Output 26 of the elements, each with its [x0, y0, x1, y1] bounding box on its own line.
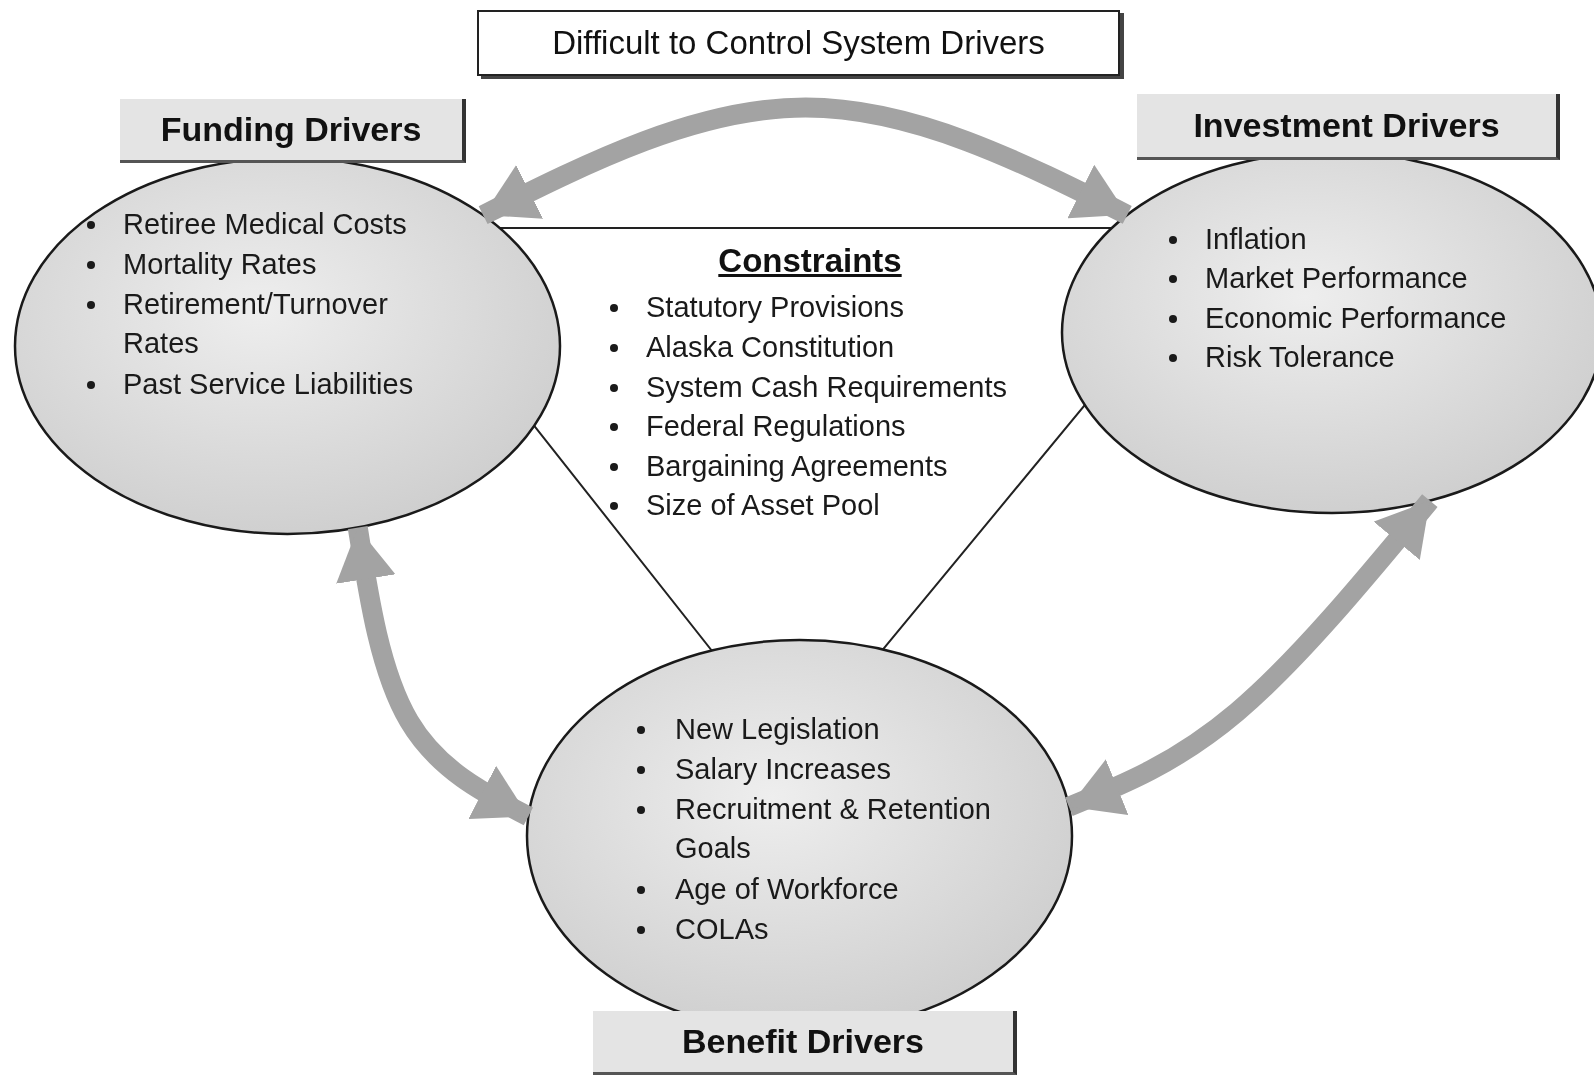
list-item: Size of Asset Pool — [646, 488, 881, 523]
double-arrow — [336, 526, 533, 826]
list-item: New Legislation — [675, 712, 881, 747]
double-arrow — [478, 97, 1132, 225]
list-item: Statutory Provisions — [646, 290, 905, 325]
list-item: Federal Regulations — [646, 409, 907, 444]
list-item: Recruitment & Retention Goals — [675, 792, 992, 866]
list-item: Economic Performance — [1205, 301, 1508, 336]
list-item: Retirement/Turnover Rates — [123, 287, 389, 361]
list-item: Bargaining Agreements — [646, 449, 949, 484]
list-item: Retiree Medical Costs — [123, 207, 408, 242]
list-item: Age of Workforce — [675, 872, 900, 907]
list-item: COLAs — [675, 912, 770, 947]
list-item: Inflation — [1205, 222, 1308, 257]
list-item: Risk Tolerance — [1205, 340, 1396, 375]
heading-label: Funding Drivers — [120, 99, 466, 163]
list-item: Alaska Constitution — [646, 330, 896, 365]
list-item: Market Performance — [1205, 261, 1469, 296]
heading-label: Investment Drivers — [1137, 94, 1560, 160]
heading: Constraints — [717, 241, 903, 281]
list-item: Past Service Liabilities — [123, 367, 415, 402]
heading-label: Benefit Drivers — [593, 1011, 1017, 1075]
list-item: Mortality Rates — [123, 247, 318, 282]
double-arrow — [1065, 494, 1438, 816]
list-item: System Cash Requirements — [646, 370, 1009, 405]
list-item: Salary Increases — [675, 752, 892, 787]
